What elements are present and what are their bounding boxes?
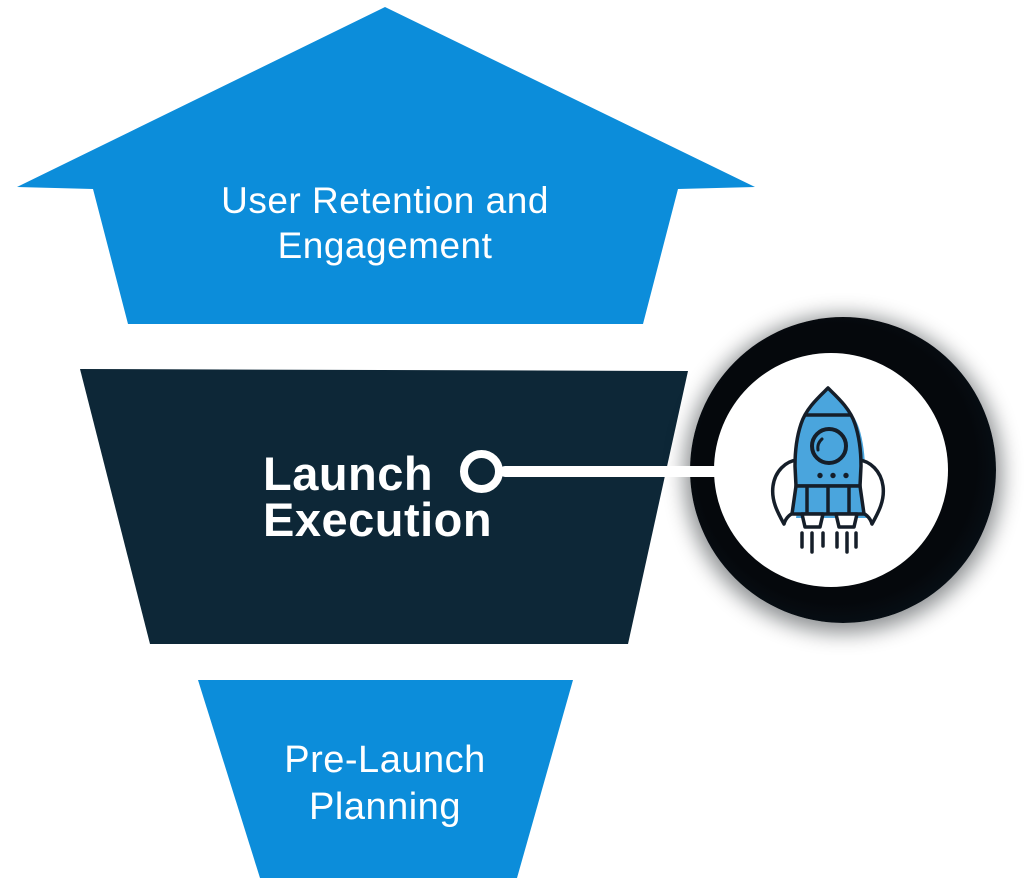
rocket-icon <box>770 386 886 554</box>
rocket-nozzle-right <box>834 512 859 529</box>
connector-line <box>500 466 732 477</box>
bottom-trapezoid-shape <box>198 680 573 878</box>
bottom-section-label: Pre-Launch Planning <box>185 737 585 831</box>
rocket-nozzle-left <box>800 512 825 529</box>
rocket-porthole <box>810 427 848 465</box>
bottom-label-line1: Pre-Launch <box>284 739 486 781</box>
rocket-body <box>793 386 863 488</box>
middle-trapezoid-shape <box>80 369 688 644</box>
top-section-label: User Retention and Engagement <box>135 178 635 268</box>
top-label-line1: User Retention and <box>221 180 549 221</box>
rocket-exhaust-lines <box>800 531 858 554</box>
top-arrow-shape <box>17 7 755 324</box>
rocket-skirt-panels <box>805 487 851 513</box>
middle-label-line1: Launch <box>263 447 434 500</box>
rocket-dots <box>817 472 849 479</box>
top-label-line2: Engagement <box>277 225 493 266</box>
middle-section-label: Launch Execution <box>263 447 583 546</box>
middle-label-line2: Execution <box>263 493 493 546</box>
rocket-porthole-highlight <box>816 437 824 452</box>
bottom-label-line2: Planning <box>309 786 461 828</box>
connector-ring-marker <box>460 450 503 493</box>
